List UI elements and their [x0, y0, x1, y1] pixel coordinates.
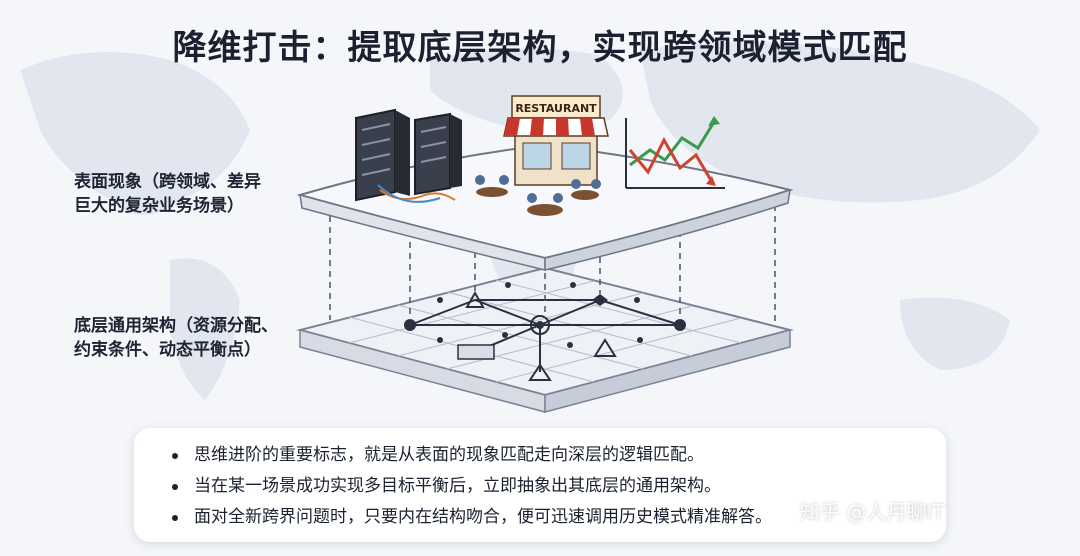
watermark: 知乎 @人月聊IT	[800, 496, 944, 525]
server-rack-icon	[356, 110, 462, 202]
bullet-item: 思维进阶的重要标志，就是从表面的现象匹配走向深层的逻辑匹配。	[194, 440, 922, 471]
restaurant-sign: RESTAURANT	[515, 102, 597, 115]
layer-diagram: RESTAURANT	[0, 0, 1080, 430]
